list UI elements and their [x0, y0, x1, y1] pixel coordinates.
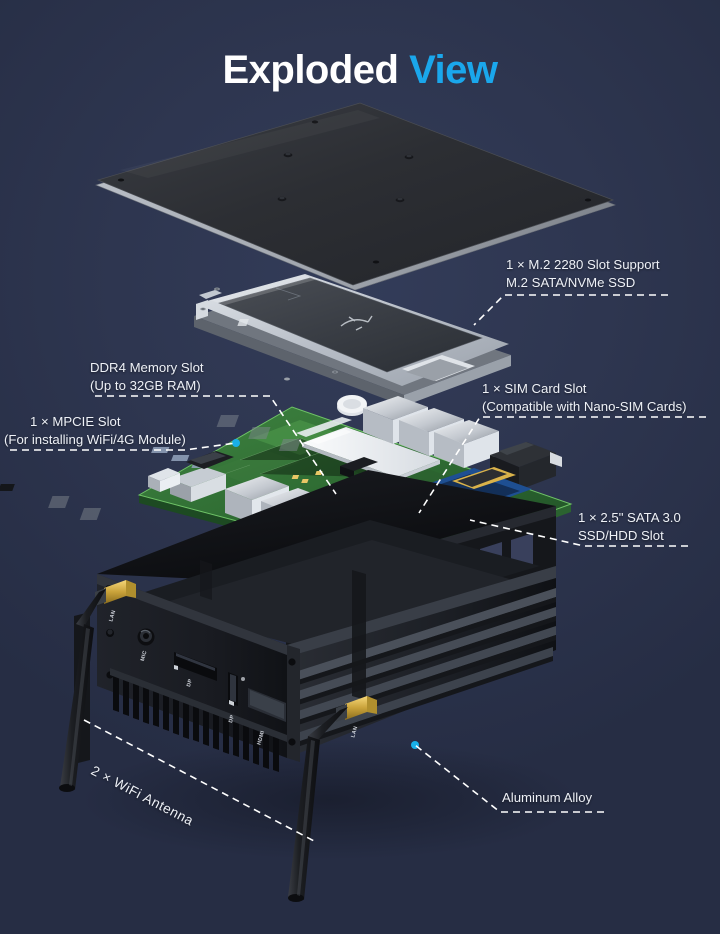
callout-sata-line2: SSD/HDD Slot — [578, 527, 664, 543]
chassis-body — [74, 470, 580, 860]
sma-connector-right — [336, 696, 377, 722]
callout-dot-mpcie — [232, 439, 240, 447]
callout-sata-line1: 1 × 2.5" SATA 3.0 — [578, 510, 681, 525]
leader-m2 — [473, 294, 668, 326]
callout-m2-line1: 1 × M.2 2280 Slot Support — [506, 257, 660, 272]
callout-ddr4-line2: (Up to 32GB RAM) — [90, 377, 201, 393]
front-vent-fins — [113, 672, 279, 772]
top-cover-plate — [95, 102, 616, 291]
callout-m2-label: 1 × M.2 2280 Slot Support M.2 SATA/NVMe … — [506, 256, 660, 291]
callout-sim-line2: (Compatible with Nano-SIM Cards) — [482, 398, 687, 414]
callout-aluminum-line1: Aluminum Alloy — [502, 790, 593, 805]
callout-sata-label: 1 × 2.5" SATA 3.0 SSD/HDD Slot — [578, 509, 681, 544]
callout-sim-label: 1 × SIM Card Slot (Compatible with Nano-… — [482, 380, 686, 415]
wifi-antenna-right — [288, 696, 377, 902]
leader-mpcie — [10, 442, 237, 451]
displayport-1 — [174, 652, 217, 681]
callout-ddr4-line1: DDR4 Memory Slot — [90, 360, 204, 375]
ssd-caddy — [194, 274, 511, 406]
callout-mpcie-line2: (For installing WiFi/4G Module) — [4, 431, 186, 447]
wifi-antenna-left — [59, 580, 136, 792]
rear-port-stack — [216, 396, 499, 468]
callout-sim-line1: 1 × SIM Card Slot — [482, 381, 587, 396]
callout-ddr4-label: DDR4 Memory Slot (Up to 32GB RAM) — [90, 359, 204, 394]
page-title-part1: Exploded — [222, 48, 410, 92]
cmos-battery — [337, 395, 367, 416]
callout-mpcie-label: 1 × MPCIE Slot (For installing WiFi/4G M… — [4, 413, 186, 448]
callout-mpcie-line1: 1 × MPCIE Slot — [30, 414, 121, 429]
leader-ddr4 — [95, 395, 337, 495]
callout-m2-line2: M.2 SATA/NVMe SSD — [506, 274, 636, 290]
callout-leaders — [10, 294, 706, 843]
leader-sim — [418, 416, 706, 514]
leader-antenna — [83, 719, 317, 843]
leader-sata — [469, 519, 688, 547]
power-connector-block — [490, 442, 562, 490]
hdmi-port — [248, 688, 286, 722]
page-title: Exploded View — [0, 48, 720, 92]
callout-aluminum-label: Aluminum Alloy — [502, 789, 592, 807]
page-title-part2: View — [409, 48, 498, 92]
displayport-2 — [228, 672, 238, 706]
sim-slot — [291, 467, 516, 489]
mic-jack — [137, 628, 155, 646]
mpcie-slot — [186, 451, 234, 469]
